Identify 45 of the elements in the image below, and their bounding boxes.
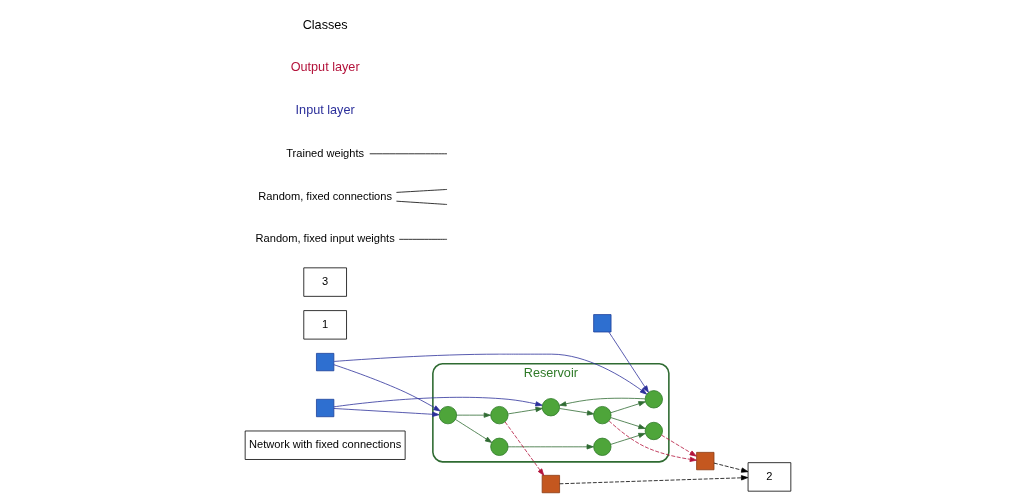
label: Classes	[302, 17, 348, 32]
node-box	[541, 474, 560, 494]
arrow	[610, 401, 646, 414]
connector	[396, 200, 448, 205]
node-box: 1	[303, 310, 347, 340]
node-circle	[541, 398, 560, 417]
node-circle	[644, 390, 663, 409]
arrow	[504, 421, 545, 476]
label: Input layer	[295, 103, 355, 118]
arrow	[610, 432, 646, 445]
arrow	[333, 408, 440, 417]
node-circle	[490, 437, 509, 456]
node-text: Random, fixed input weights	[255, 232, 395, 245]
arrow	[661, 434, 697, 457]
node-box: Network with fixed connections	[244, 430, 406, 460]
arrow	[333, 353, 647, 395]
node-text: Trained weights	[286, 146, 365, 159]
arrow	[608, 420, 697, 462]
node-box	[696, 451, 715, 471]
node-circle	[644, 421, 663, 441]
arrow	[333, 396, 543, 408]
arrow	[455, 419, 493, 443]
arrow	[333, 364, 441, 412]
node-box	[593, 314, 612, 333]
node-box: 3	[303, 267, 347, 297]
connector	[398, 238, 448, 240]
arrow	[507, 444, 594, 450]
arrow	[456, 412, 491, 418]
arrow	[559, 397, 646, 407]
arrow	[610, 417, 646, 430]
node-box	[316, 398, 335, 418]
arrow	[559, 408, 595, 416]
arrow	[507, 406, 543, 415]
node-circle	[490, 406, 509, 425]
node-circle	[593, 406, 612, 425]
arrow	[608, 331, 649, 393]
label: Output layer	[290, 60, 360, 75]
node-circle	[593, 437, 612, 456]
node-box: 2	[747, 462, 792, 492]
node-text: Random, fixed connections	[258, 189, 392, 202]
arrow	[713, 462, 749, 473]
arrow	[559, 475, 749, 485]
node-circle	[438, 406, 457, 425]
node-box	[316, 352, 335, 372]
connector	[396, 189, 448, 193]
